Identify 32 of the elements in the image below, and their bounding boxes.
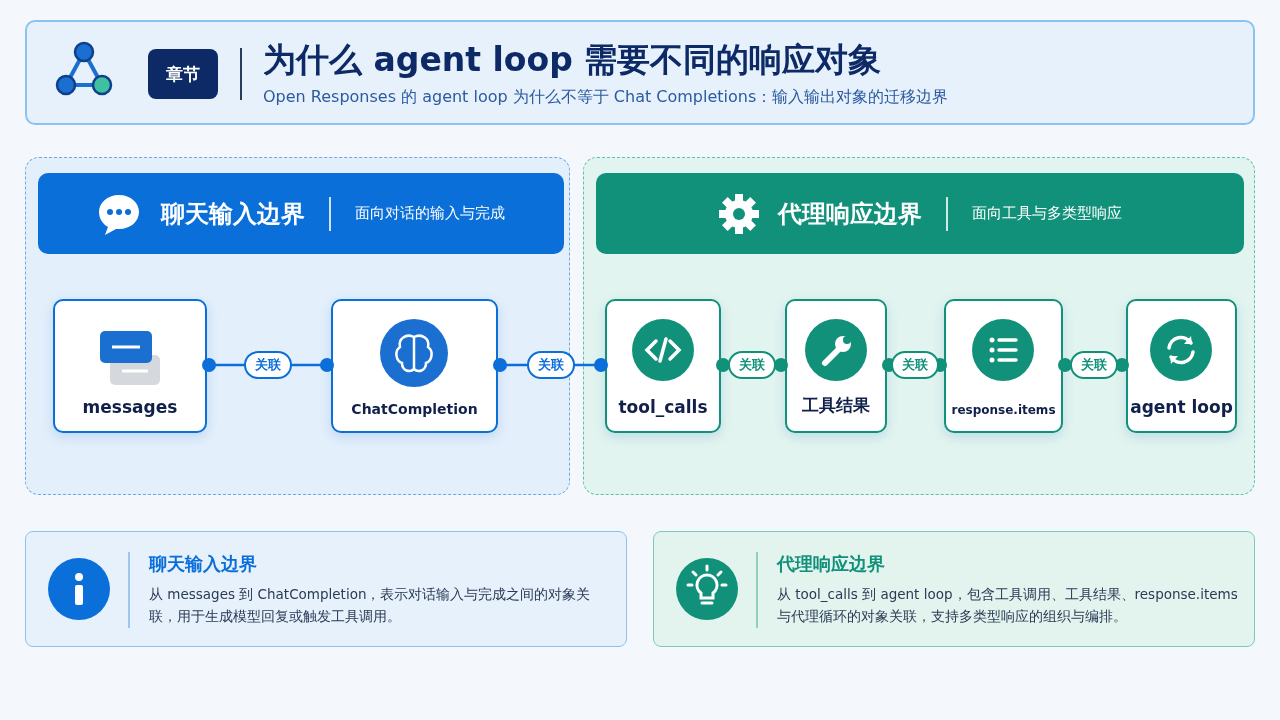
node-label: messages xyxy=(82,397,178,417)
card-body: 从 messages 到 ChatCompletion，表示对话输入与完成之间的对象关联，用于生成模型回复或触发工具调用。 xyxy=(149,585,592,626)
note-card xyxy=(653,531,1255,647)
banner-heading: 聊天输入边界 xyxy=(161,198,305,230)
node-label: agent loop xyxy=(1130,397,1233,417)
edge-label: 关联 xyxy=(244,351,292,379)
concept-box xyxy=(331,299,498,433)
edge-label: 关联 xyxy=(728,351,776,379)
note-card xyxy=(25,531,627,647)
banner-subtitle: 面向对话的输入与完成 xyxy=(355,204,505,223)
edge-label: 关联 xyxy=(526,351,575,379)
section-banner xyxy=(38,173,564,254)
card-body: 从 tool_calls 到 agent loop，包含工具调用、工具结果、response.items 与代理循环的对象关联，支持多类型响应的组织与编排。 xyxy=(777,585,1239,626)
card-heading: 聊天输入边界 xyxy=(149,552,257,576)
node-label: ChatCompletion xyxy=(351,401,478,417)
title: 为什么 agent loop 需要不同的响应对象 xyxy=(263,39,882,81)
subtitle: Open Responses 的 agent loop 为什么不等于 Chat Completions：输入输出对象的迁移边界 xyxy=(263,87,949,108)
section-panel xyxy=(25,157,570,495)
card-heading: 代理响应边界 xyxy=(777,552,885,576)
concept-box xyxy=(53,299,207,433)
concept-box xyxy=(605,299,721,433)
concept-box xyxy=(1126,299,1237,433)
node-label: tool_calls xyxy=(618,397,708,417)
node-label: response.items xyxy=(951,403,1056,417)
node-label: 工具结果 xyxy=(802,394,870,417)
section-panel xyxy=(583,157,1255,495)
banner-heading: 代理响应边界 xyxy=(778,198,922,230)
concept-box xyxy=(944,299,1063,433)
concept-box xyxy=(785,299,887,433)
banner-subtitle: 面向工具与多类型响应 xyxy=(972,204,1122,223)
section-banner xyxy=(596,173,1244,254)
chapter-badge: 章节 xyxy=(148,49,218,99)
